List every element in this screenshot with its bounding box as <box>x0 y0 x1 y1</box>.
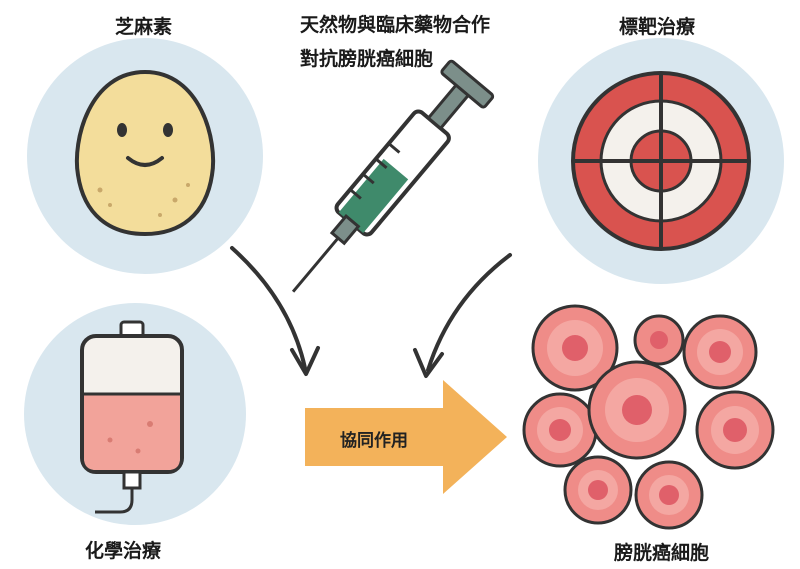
cancer-cell <box>531 304 619 392</box>
title-line-2: 對抗膀胱癌細胞 <box>300 48 434 70</box>
cancer-cells-cluster-icon <box>522 304 775 530</box>
chemotherapy-label: 化學治療 <box>85 540 162 562</box>
sesamin-label: 芝麻素 <box>115 16 173 38</box>
arrow-from-targeted-therapy <box>413 253 512 378</box>
title-line-1: 天然物與臨床藥物合作 <box>300 14 491 36</box>
diagram-title: 天然物與臨床藥物合作 對抗膀胱癌細胞 <box>300 8 490 76</box>
cancer-cell <box>682 314 758 390</box>
targeted-therapy-label: 標靶治療 <box>619 16 696 38</box>
target-icon <box>571 71 751 251</box>
sesame-seed-icon <box>74 69 216 237</box>
cancer-cell <box>633 314 685 366</box>
cancer-cell <box>522 392 598 468</box>
cancer-cell <box>587 360 687 460</box>
bladder-cancer-cells-label: 膀胱癌細胞 <box>614 542 710 564</box>
cancer-cell <box>634 460 704 530</box>
synergy-arrow <box>305 380 507 494</box>
syringe-icon <box>291 59 495 293</box>
arrow-from-sesamin <box>230 246 320 376</box>
cancer-cell <box>695 390 775 470</box>
cancer-cell <box>563 455 633 525</box>
iv-bag-icon <box>80 320 184 514</box>
synergy-label: 協同作用 <box>340 431 408 451</box>
